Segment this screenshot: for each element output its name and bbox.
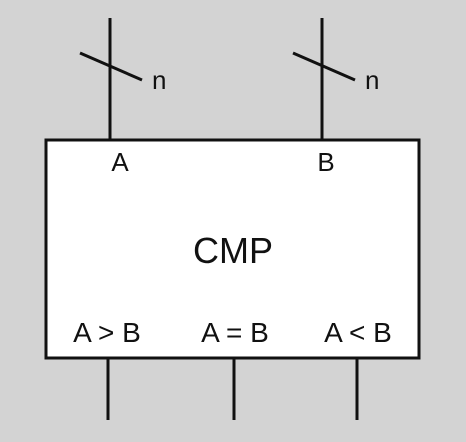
input-label-a: A [111,147,129,177]
comparator-block [44,138,421,360]
output-label-greater: A > B [73,317,141,348]
bus-slash-a [79,51,143,82]
block-name: CMP [193,230,273,271]
bus-width-b: n [365,65,379,95]
bus-width-a: n [152,65,166,95]
input-label-b: B [317,147,334,177]
output-label-less: A < B [324,317,392,348]
output-label-equal: A = B [201,317,269,348]
bus-slash-b [292,51,356,82]
